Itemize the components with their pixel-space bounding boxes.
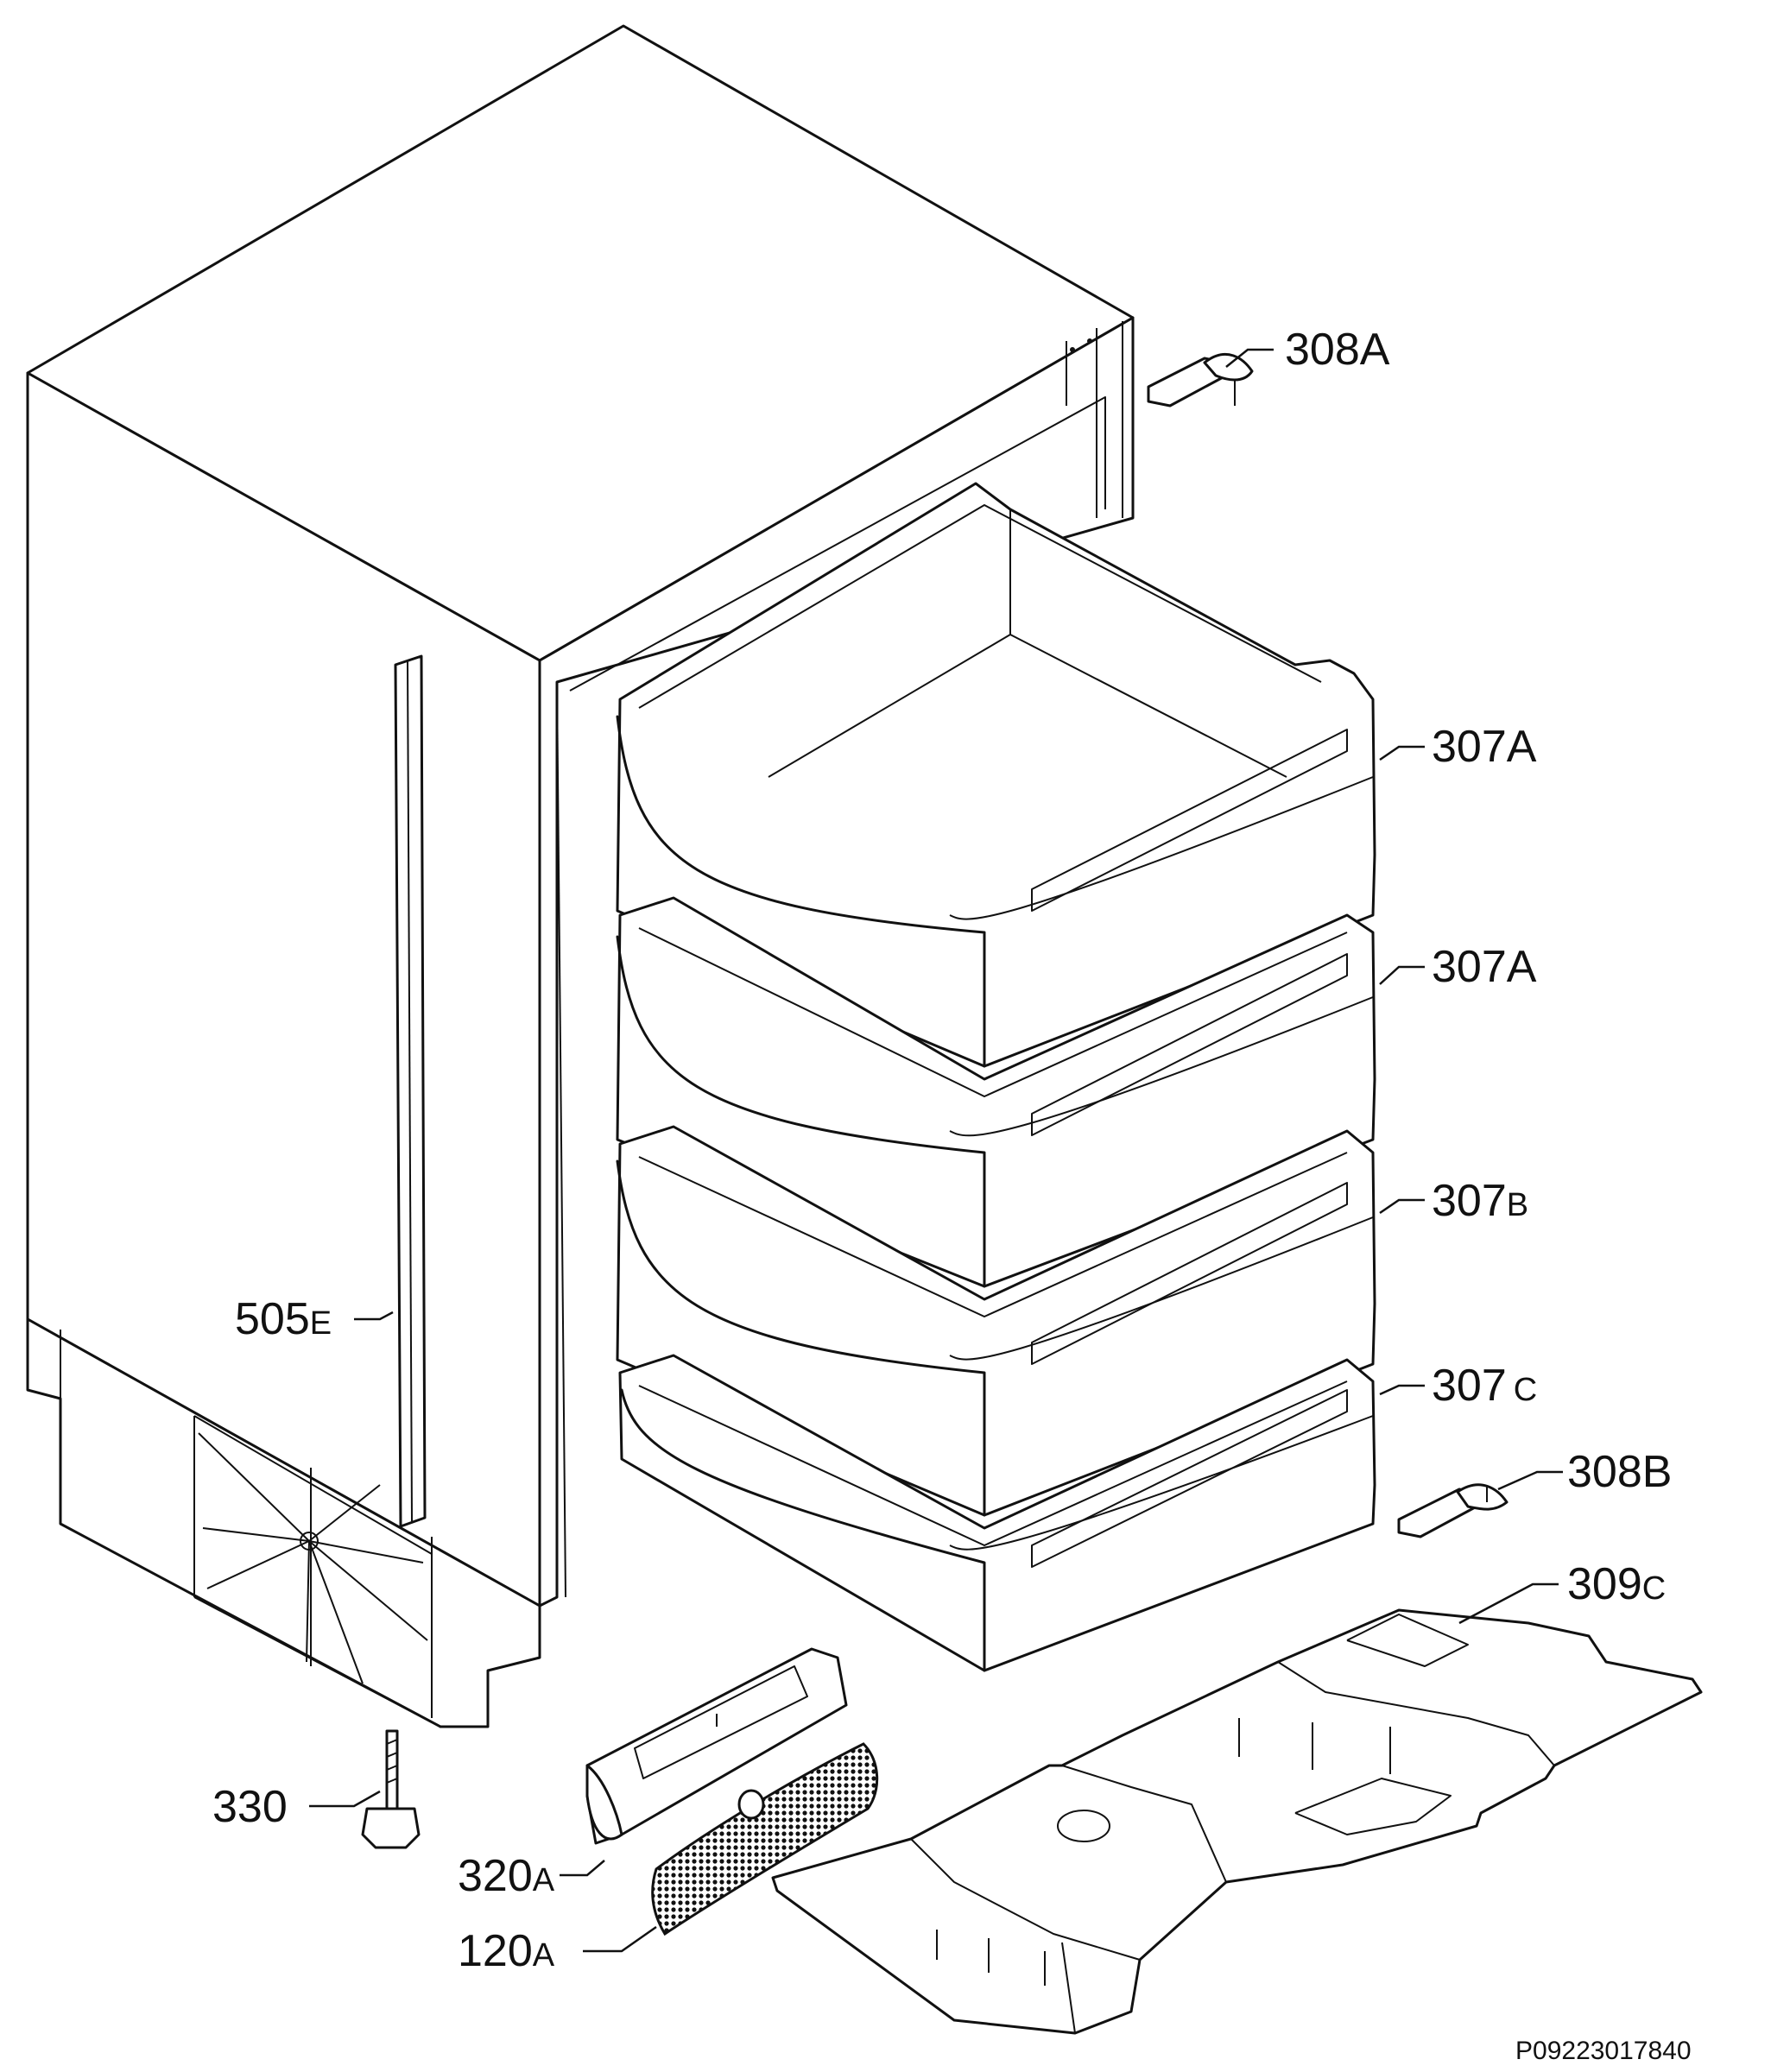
hinge-308b bbox=[1397, 1483, 1509, 1538]
callout-308a: 308A bbox=[1285, 325, 1390, 375]
callout-120a: 120A bbox=[458, 1926, 555, 1976]
drawer-307b bbox=[616, 1125, 1376, 1517]
callout-307a-top: 307A bbox=[1432, 722, 1537, 772]
callout-330: 330 bbox=[212, 1782, 288, 1832]
callout-505e: 505E bbox=[235, 1294, 332, 1344]
hinge-308a bbox=[1147, 352, 1254, 407]
drawing-code: P09223017840 bbox=[1515, 2037, 1692, 2065]
adjustable-foot-330 bbox=[361, 1729, 421, 1849]
drawer-307a-top bbox=[616, 482, 1376, 1068]
callout-308b: 308B bbox=[1567, 1447, 1672, 1497]
callout-307b: 307B bbox=[1432, 1176, 1528, 1226]
grille-cover-320a bbox=[585, 1647, 848, 1845]
callout-307a-second: 307A bbox=[1432, 942, 1537, 992]
cabinet bbox=[26, 24, 1135, 1728]
callout-309c: 309C bbox=[1567, 1559, 1666, 1609]
callout-320a: 320A bbox=[458, 1851, 555, 1901]
drawer-307c bbox=[618, 1354, 1376, 1672]
filter-mesh-120a bbox=[651, 1742, 879, 1936]
bottom-cover-309c bbox=[771, 1608, 1703, 2035]
leader-lines bbox=[309, 348, 1563, 1953]
